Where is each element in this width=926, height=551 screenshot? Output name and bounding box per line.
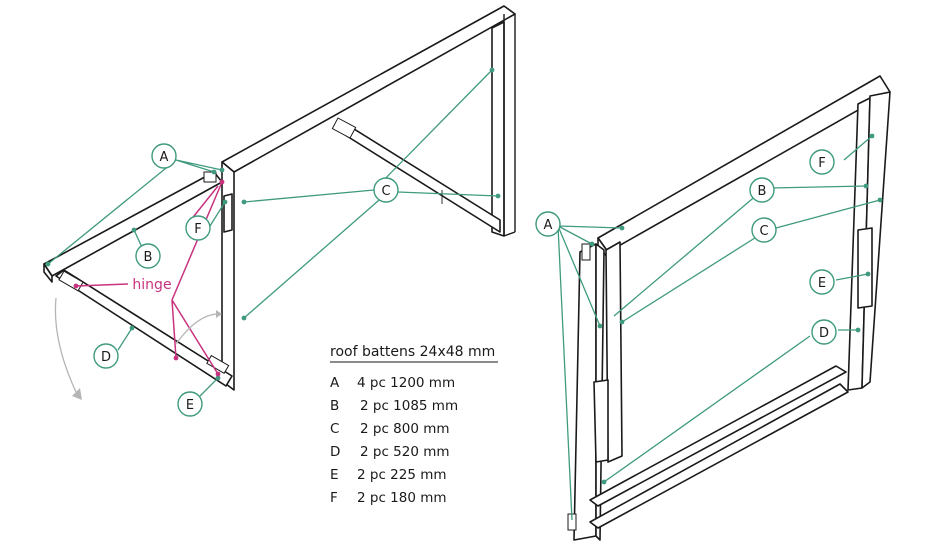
parts-legend: roof battens 24x48 mm A 4 pc 1200 mm B 2… <box>330 344 498 506</box>
callout-f-left: F <box>185 215 211 241</box>
left-brace-plate <box>331 117 357 139</box>
left-bottom-rail-d <box>55 269 233 387</box>
legend-spec-a: 4 pc 1200 mm <box>357 375 455 391</box>
callout-b-right-text: B <box>758 184 767 199</box>
right-top-rail <box>597 75 891 253</box>
legend-spec-e: 2 pc 225 mm <box>357 467 447 483</box>
callout-e-right-text: E <box>818 276 826 291</box>
left-top-plate <box>203 171 217 183</box>
callout-f-right: F <box>809 149 835 175</box>
legend-letter-d: D <box>330 444 340 460</box>
legend-spec-c: 2 pc 800 mm <box>360 421 450 437</box>
callout-d-left-text: D <box>101 350 111 365</box>
callout-c-left: C <box>373 177 399 203</box>
callout-c-left-text: C <box>381 184 390 199</box>
right-bottom-rail-d <box>589 365 847 507</box>
callout-a-left-text: A <box>160 150 169 165</box>
callout-e-left: E <box>177 391 203 417</box>
legend-letter-b: B <box>330 398 339 414</box>
callout-e-left-text: E <box>186 398 194 413</box>
legend-spec-f: 2 pc 180 mm <box>357 490 447 506</box>
legend-spec-d: 2 pc 520 mm <box>360 444 450 460</box>
right-batten-e <box>857 227 873 309</box>
callout-b-right: B <box>749 177 775 203</box>
legend-letter-c: C <box>330 421 339 437</box>
callout-a-right-text: A <box>544 218 553 233</box>
right-batten-f <box>593 379 609 463</box>
callout-a-left: A <box>151 143 177 169</box>
callout-c-right: C <box>751 217 777 243</box>
callout-f-right-text: F <box>818 156 825 171</box>
callout-d-right-text: D <box>819 326 829 341</box>
right-tilted-post <box>573 243 597 541</box>
callout-a-right: A <box>535 211 561 237</box>
callout-b-left: B <box>135 243 161 269</box>
callout-d-right: D <box>811 319 837 345</box>
legend-letter-e: E <box>330 467 339 483</box>
legend-spec-b: 2 pc 1085 mm <box>360 398 458 414</box>
left-frame-assembly <box>43 5 516 400</box>
hinge-label: hinge <box>132 277 171 293</box>
right-top-plate <box>581 243 591 261</box>
callout-e-right: E <box>809 269 835 295</box>
left-rear-post <box>491 21 505 237</box>
left-brace-c <box>333 123 501 233</box>
legend-title: roof battens 24x48 mm <box>330 344 495 360</box>
callout-f-left-text: F <box>194 222 201 237</box>
legend-letter-a: A <box>330 375 340 391</box>
callout-b-left-text: B <box>144 250 153 265</box>
legend-letter-f: F <box>330 490 338 506</box>
callout-d-left: D <box>93 343 119 369</box>
callout-c-right-text: C <box>759 224 768 239</box>
right-frame-assembly <box>557 75 891 541</box>
